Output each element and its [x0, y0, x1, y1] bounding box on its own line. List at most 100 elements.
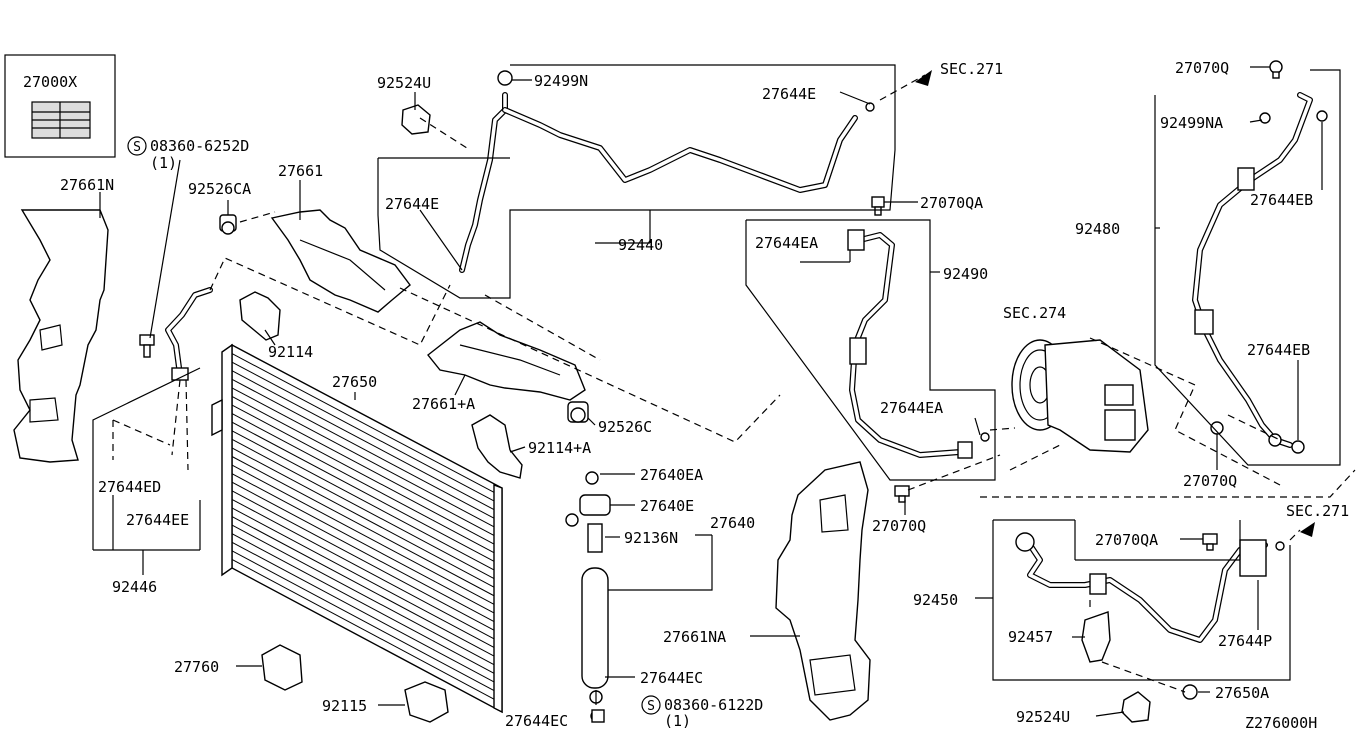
condenser-fin-line — [231, 550, 503, 696]
bracket-92114A — [471, 414, 523, 479]
condenser-fin-line — [231, 541, 503, 687]
label-27640: 27640 — [710, 514, 755, 532]
label-27644EE: 27644EE — [126, 511, 189, 529]
label-27644EA-top: 27644EA — [755, 234, 818, 252]
s-circle-symbol-1 — [127, 136, 147, 156]
label-27070QA-bottom: 27070QA — [1095, 531, 1158, 549]
bracket-92524U-bottom — [1121, 691, 1151, 723]
bracket-92457 — [1081, 611, 1111, 663]
condenser-fin-line — [231, 533, 503, 678]
label-27640EA: 27640EA — [640, 466, 703, 484]
label-sec271-top: SEC.271 — [940, 60, 1003, 78]
compressor-sec274 — [1011, 339, 1149, 453]
condenser-fin-line — [231, 456, 503, 601]
condenser-fin-line — [231, 558, 503, 704]
condenser-fin-line — [231, 413, 503, 558]
condenser-fin-line — [231, 404, 503, 549]
label-27644ED: 27644ED — [98, 478, 161, 496]
label-08360-6252D-qty: (1) — [150, 154, 177, 172]
label-27644E-left: 27644E — [385, 195, 439, 213]
s-symbol-2: S — [647, 699, 655, 714]
label-27644EB-bottom: 27644EB — [1247, 341, 1310, 359]
label-27640E: 27640E — [640, 497, 694, 515]
pipe-92440 — [459, 70, 875, 273]
label-92114A: 92114+A — [528, 439, 591, 457]
label-sec271-right: SEC.271 — [1286, 502, 1349, 520]
condenser-fin-line — [231, 378, 503, 523]
condenser-fin-line — [231, 524, 503, 670]
label-27661: 27661 — [278, 162, 323, 180]
label-27661N: 27661N — [60, 176, 114, 194]
label-27070Q-top: 27070Q — [1175, 59, 1229, 77]
label-92490: 92490 — [943, 265, 988, 283]
label-27644EC-right: 27644EC — [640, 669, 703, 687]
label-92450: 92450 — [913, 591, 958, 609]
label-27070QA-top: 27070QA — [920, 194, 983, 212]
label-92480: 92480 — [1075, 220, 1120, 238]
label-box-27000X — [4, 54, 116, 158]
condenser-fin-line — [231, 507, 503, 653]
clip-27650A — [1182, 684, 1198, 700]
pipe-92480 — [1192, 92, 1328, 454]
duct-27661A — [427, 321, 586, 401]
condenser-fin-line — [231, 387, 503, 532]
label-08360-6252D: 08360-6252D — [150, 137, 249, 155]
label-08360-6122D: 08360-6122D — [664, 696, 763, 714]
condenser-fin-line — [231, 498, 503, 644]
bolt-27070Q-mid — [894, 485, 910, 503]
label-27000X: 27000X — [23, 73, 77, 91]
sensor-27760 — [261, 644, 303, 691]
condenser-fin-line — [231, 396, 503, 541]
pipe-92446 — [165, 287, 213, 381]
arrow-sec271-right — [1300, 522, 1315, 537]
clip-92526C — [567, 401, 589, 423]
s-circle-symbol-2 — [641, 695, 661, 715]
label-08360-6122D-qty: (1) — [664, 712, 691, 730]
condenser-fin-line — [231, 438, 503, 584]
bracket-92114 — [239, 291, 281, 341]
label-27650: 27650 — [332, 373, 377, 391]
label-27644P: 27644P — [1218, 632, 1272, 650]
label-92499NA: 92499NA — [1160, 114, 1223, 132]
label-sec274: SEC.274 — [1003, 304, 1066, 322]
condenser-fin-line — [231, 361, 503, 506]
condenser-fin-line — [231, 481, 503, 627]
label-27661NA: 27661NA — [663, 628, 726, 646]
label-27070Q-right: 27070Q — [1183, 472, 1237, 490]
label-27760: 27760 — [174, 658, 219, 676]
bolt-27070QA-top — [871, 196, 885, 216]
condenser-fin-line — [231, 464, 503, 610]
clip-92526CA — [219, 214, 237, 235]
bracket-92524U-top — [401, 104, 431, 135]
duct-27661 — [270, 209, 411, 313]
condenser-fin-line — [231, 516, 503, 661]
label-92526C: 92526C — [598, 418, 652, 436]
receiver-drier-27640 — [565, 471, 611, 722]
label-92136N: 92136N — [624, 529, 678, 547]
condenser-fin-line — [231, 430, 503, 575]
condenser-fin-line — [231, 421, 503, 566]
condenser-fin-line — [231, 353, 503, 498]
label-92446: 92446 — [112, 578, 157, 596]
condenser-fin-line — [231, 370, 503, 515]
label-92499N: 92499N — [534, 72, 588, 90]
label-92524U-top: 92524U — [377, 74, 431, 92]
s-symbol-1: S — [133, 140, 141, 155]
bolt-08360-6252D — [139, 334, 155, 358]
label-27644EB-top: 27644EB — [1250, 191, 1313, 209]
condenser-27650 — [211, 343, 503, 714]
label-92115: 92115 — [322, 697, 367, 715]
label-92457: 92457 — [1008, 628, 1053, 646]
condenser-fin-line — [231, 447, 503, 592]
label-27644EC-left: 27644EC — [505, 712, 568, 730]
bolt-27070Q-top — [1269, 60, 1283, 79]
label-92440: 92440 — [618, 236, 663, 254]
label-27644E-top: 27644E — [762, 85, 816, 103]
dashed-lines — [112, 74, 1356, 693]
part-labels: 27000X 08360-6252D (1) 27661N 92526CA 27… — [23, 59, 1349, 732]
label-92114: 92114 — [268, 343, 313, 361]
shroud-27661NA — [775, 461, 871, 721]
label-92524U-bottom: 92524U — [1016, 708, 1070, 726]
